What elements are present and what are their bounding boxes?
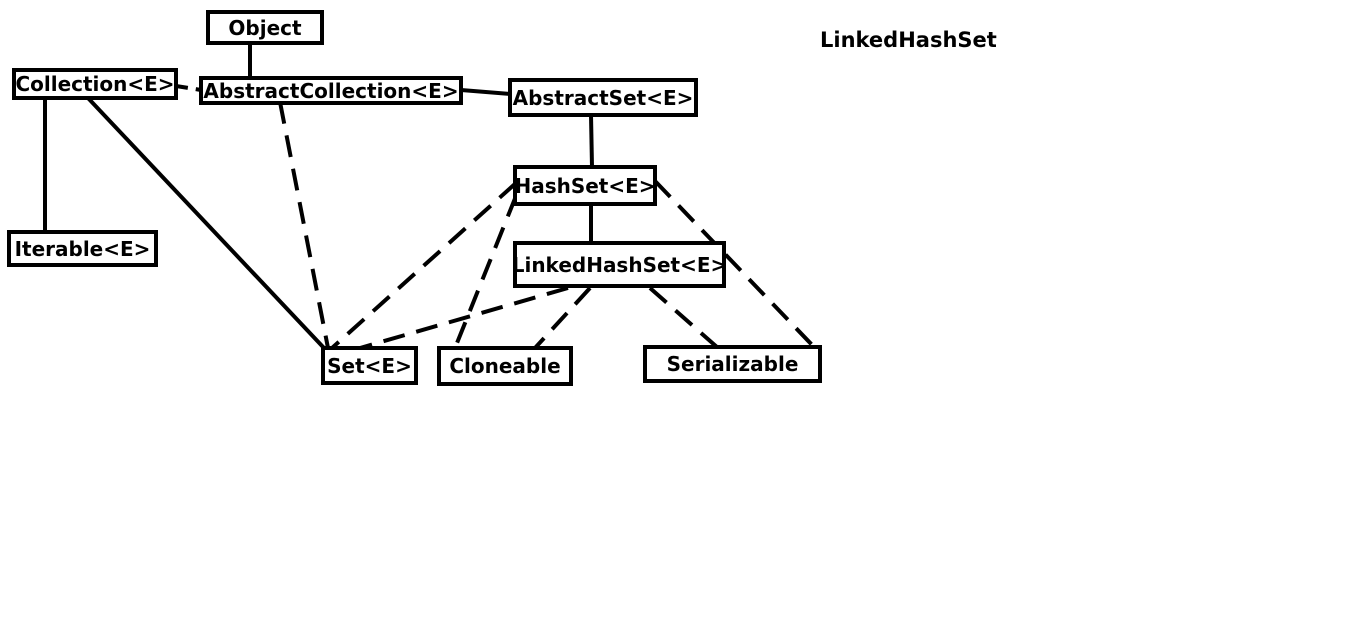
- node-hash-set-label: HashSet<E>: [514, 173, 656, 198]
- edge-hashset-serializable: [653, 179, 817, 350]
- edge-linkedhashset-serializable: [648, 286, 720, 350]
- diagram-title: LinkedHashSet: [820, 28, 997, 52]
- node-collection: Collection<E>: [12, 68, 178, 100]
- node-iterable-label: Iterable<E>: [14, 236, 151, 261]
- node-abstract-collection: AbstractCollection<E>: [199, 76, 463, 105]
- edge-abstractcollection-set: [278, 101, 330, 349]
- node-abstract-set-label: AbstractSet<E>: [512, 85, 694, 110]
- node-iterable: Iterable<E>: [7, 230, 158, 267]
- node-object: Object: [206, 10, 324, 45]
- edge-linkedhashset-cloneable: [533, 286, 592, 350]
- node-set: Set<E>: [321, 346, 418, 385]
- edge-abstractcollection-abstractset: [460, 88, 511, 96]
- node-linked-hash-set: LinkedHashSet<E>: [511, 241, 728, 288]
- node-abstract-set: AbstractSet<E>: [508, 78, 698, 117]
- node-set-label: Set<E>: [327, 353, 412, 378]
- node-collection-label: Collection<E>: [15, 72, 175, 96]
- edge-hashset-set: [330, 181, 518, 350]
- node-object-label: Object: [228, 15, 302, 40]
- node-serializable: Serializable: [643, 345, 822, 383]
- node-hash-set: HashSet<E>: [513, 165, 657, 206]
- node-serializable-label: Serializable: [666, 352, 799, 376]
- node-abstract-collection-label: AbstractCollection<E>: [203, 78, 459, 103]
- edge-collection-abstractcollection: [175, 84, 202, 92]
- edge-hashset-cloneable: [453, 195, 518, 349]
- edge-collection-set: [86, 96, 326, 350]
- edge-linkedhashset-set: [359, 286, 569, 350]
- node-linked-hash-set-label: LinkedHashSet<E>: [511, 252, 728, 277]
- edge-abstractset-hashset: [589, 114, 594, 168]
- node-cloneable-label: Cloneable: [449, 354, 561, 378]
- node-cloneable: Cloneable: [437, 346, 573, 386]
